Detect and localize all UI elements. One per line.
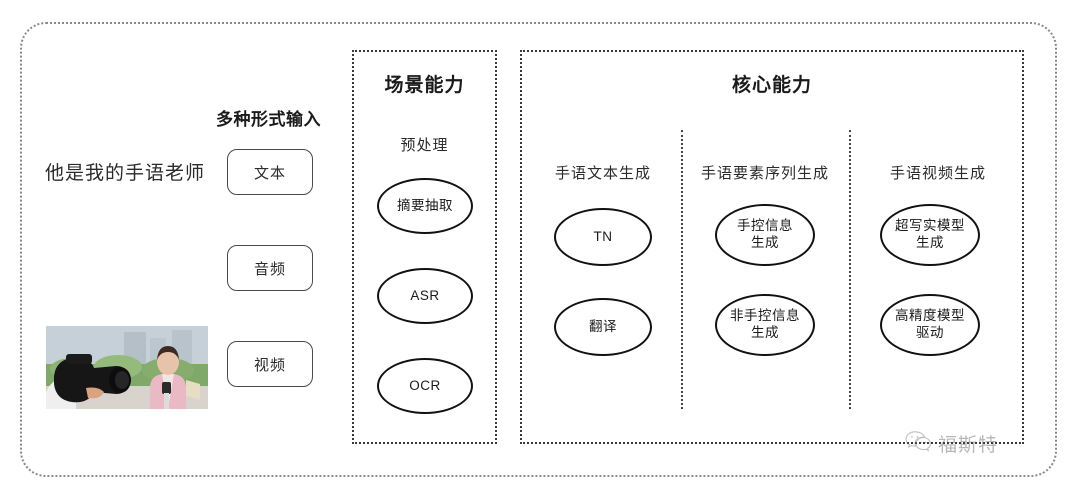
core-capability-panel: 核心能力 手语文本生成 TN 翻译 手语要素序列生成 手控信息 生成 非手控信息…: [520, 50, 1024, 444]
core-column-divider-1: [681, 130, 683, 409]
input-section-heading: 多种形式输入: [216, 110, 321, 129]
wechat-icon: [905, 430, 931, 457]
modality-box-text[interactable]: 文本: [227, 149, 313, 195]
outer-frame: [20, 22, 1057, 477]
modality-box-video[interactable]: 视频: [227, 341, 313, 387]
scene-capability-panel: 场景能力 预处理 摘要抽取 ASR OCR: [352, 50, 497, 444]
core-node-highprecision-model-driving[interactable]: 高精度模型 驱动: [880, 294, 980, 356]
core-panel-title: 核心能力: [731, 75, 812, 96]
modality-label: 音频: [253, 260, 286, 278]
scene-panel-title: 场景能力: [384, 75, 465, 96]
core-column-label-video-generation: 手语视频生成: [889, 165, 986, 182]
scene-node-summary-extract[interactable]: 摘要抽取: [377, 178, 473, 234]
watermark: 福斯特: [905, 430, 998, 457]
video-thumbnail: [46, 326, 208, 409]
modality-label: 文本: [253, 164, 286, 182]
scene-node-ocr[interactable]: OCR: [377, 358, 473, 414]
core-column-label-element-sequence: 手语要素序列生成: [700, 165, 829, 182]
scene-group-label: 预处理: [400, 137, 449, 154]
core-column-label-text-generation: 手语文本生成: [554, 165, 651, 182]
core-node-translation[interactable]: 翻译: [554, 298, 652, 356]
modality-box-audio[interactable]: 音频: [227, 245, 313, 291]
sample-sentence-text: 他是我的手语老师: [45, 163, 206, 184]
core-node-photoreal-model-generation[interactable]: 超写实模型 生成: [880, 204, 980, 266]
core-column-divider-2: [849, 130, 851, 409]
modality-label: 视频: [253, 356, 286, 374]
watermark-text: 福斯特: [938, 435, 999, 456]
audio-waveform-icon: [36, 238, 216, 305]
scene-node-asr[interactable]: ASR: [377, 268, 473, 324]
core-node-tn[interactable]: TN: [554, 208, 652, 266]
core-node-nonmanual-info-generation[interactable]: 非手控信息 生成: [715, 294, 815, 356]
core-node-manual-info-generation[interactable]: 手控信息 生成: [715, 204, 815, 266]
